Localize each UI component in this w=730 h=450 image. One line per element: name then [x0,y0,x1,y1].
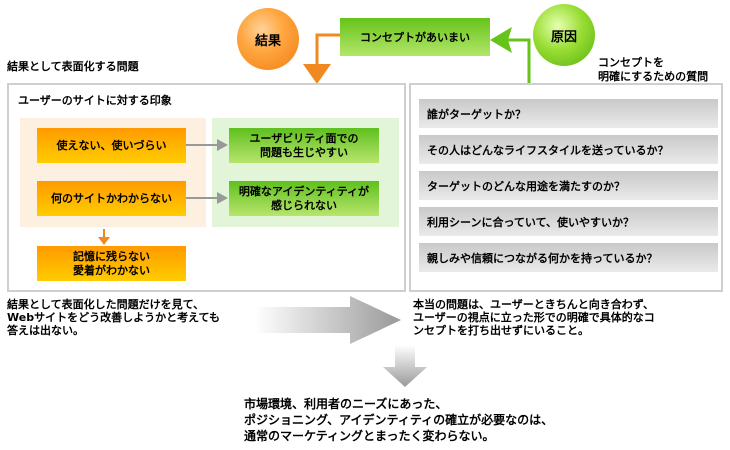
right-heading: コンセプトを 明確にするための質問 [598,56,708,84]
user-impression-panel: ユーザーのサイトに対する印象 使えない、使いづらい 何のサイトかわからない 記憶… [7,83,406,292]
concept-box: コンセプトがあいまい [340,18,490,56]
question-item: 親しみや信頼につながる何かを持っているか？ [419,243,718,272]
gray-arrowhead-2 [217,192,228,204]
green-box-text-line1: 明確なアイデンティティが [238,184,370,198]
question-item: その人はどんなライフスタイルを送っているか？ [419,135,718,164]
orange-connector-line [315,33,340,70]
orange-box-text-line1: 記憶に残らない [73,249,150,263]
cause-label: 原因 [550,29,577,45]
surface-problem-text: 結果として表面化した問題だけを見て、 Webサイトをどう改善しようかと考えても … [7,298,220,337]
green-arrowhead [490,27,512,53]
big-right-arrow [255,296,401,344]
big-right-arrow-shape [255,296,401,344]
orange-box-text: 使えない、使いづらい [56,138,167,152]
surface-problem-line3: 答えは出ない。 [7,324,84,337]
cause-circle: 原因 [533,4,595,66]
orange-box-not-memorable: 記憶に残らない 愛着がわかない [37,246,186,281]
real-problem-line2: ユーザーの視点に立った形での明確で具体的なコ [413,311,655,324]
surface-problem-line2: Webサイトをどう改善しようかと考えても [7,311,220,324]
conclusion-line3: 通常のマーケティングとまったく変わらない。 [244,429,495,443]
question-item: 利用シーンに合っていて、使いやすいか？ [419,207,718,236]
green-box-identity: 明確なアイデンティティが 感じられない [229,181,379,216]
down-arrow-shape [383,345,427,387]
concept-label: コンセプトがあいまい [360,31,470,44]
real-problem-text: 本当の問題は、ユーザーときちんと向き合わず、 ユーザーの視点に立った形での明確で… [413,298,655,337]
green-connector-line [508,38,531,84]
orange-arrowhead [303,64,331,84]
orange-box-unusable: 使えない、使いづらい [37,128,186,163]
question-text: ターゲットのどんな用途を満たすのか？ [427,179,625,193]
orange-box-unclear-site: 何のサイトかわからない [37,181,186,216]
inner-arrows [98,139,228,245]
question-text: 誰がターゲットか？ [427,107,526,121]
conclusion-line2: ポジショニング、アイデンティティの確立が必要なのは、 [244,413,554,427]
right-heading-line2: 明確にするための質問 [598,70,709,83]
question-item: ターゲットのどんな用途を満たすのか？ [419,171,718,200]
result-label: 結果 [254,33,281,49]
conclusion-line1: 市場環境、利用者のニーズにあった、 [244,397,448,411]
panel-title: ユーザーのサイトに対する印象 [18,94,172,107]
right-heading-line1: コンセプトを [598,56,664,69]
conclusion-text: 市場環境、利用者のニーズにあった、 ポジショニング、アイデンティティの確立が必要… [244,396,553,444]
left-heading: 結果として表面化する問題 [7,60,139,73]
gray-arrowhead-1 [217,139,228,151]
down-arrow [383,345,427,387]
green-box-text-line2: 感じられない [271,198,337,212]
question-text: 利用シーンに合っていて、使いやすいか？ [427,215,635,229]
questions-panel: 誰がターゲットか？ その人はどんなライフスタイルを送っているか？ ターゲットのど… [409,83,723,292]
surface-problem-line1: 結果として表面化した問題だけを見て、 [7,298,205,311]
green-box-text-line1: ユーザビリティ面での [249,131,359,145]
green-box-usability: ユーザビリティ面での 問題も生じやすい [229,128,379,163]
orange-box-text-line2: 愛着がわかない [73,263,150,277]
green-connector-arrow [490,27,531,84]
question-text: その人はどんなライフスタイルを送っているか？ [427,143,669,157]
question-item: 誰がターゲットか？ [419,99,718,128]
green-box-text-line2: 問題も生じやすい [260,145,348,159]
orange-down-arrowhead [98,237,110,245]
question-text: 親しみや信頼につながる何かを持っているか？ [427,251,658,265]
result-circle: 結果 [237,8,299,70]
real-problem-line1: 本当の問題は、ユーザーときちんと向き合わず、 [413,298,655,311]
orange-box-text: 何のサイトかわからない [51,191,172,205]
real-problem-line3: ンセプトを打ち出せずにいること。 [413,324,589,337]
orange-connector-arrow [303,33,340,84]
